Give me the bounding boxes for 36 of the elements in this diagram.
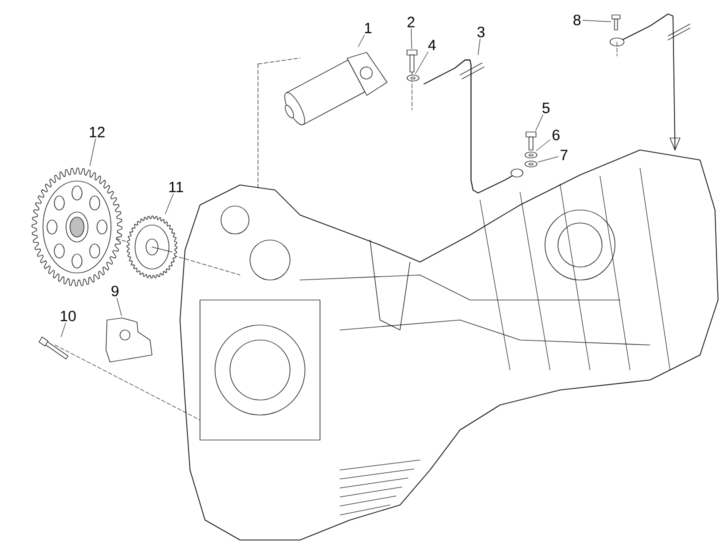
leader-line — [60, 322, 66, 338]
callout-number: 9 — [112, 286, 118, 296]
bracket-drawing — [106, 318, 152, 362]
leader-line — [478, 38, 480, 56]
callout-number: 8 — [574, 14, 580, 26]
starter-motor-drawing — [284, 52, 388, 126]
gear-drawing — [126, 216, 178, 278]
callout-number: 11 — [169, 182, 184, 192]
leader-line — [582, 20, 612, 22]
washer-drawing — [406, 74, 420, 82]
callout-number: 5 — [542, 102, 550, 114]
leader-line — [538, 156, 558, 162]
leader-line — [165, 194, 174, 214]
leader-line — [116, 298, 122, 316]
callout-number: 2 — [408, 16, 414, 28]
bolt-drawing — [38, 336, 68, 360]
cable-drawing — [424, 60, 524, 194]
washer-drawing — [524, 160, 538, 168]
callout-number: 6 — [552, 130, 560, 140]
callout-number: 7 — [560, 150, 568, 160]
bolt-drawing — [526, 132, 536, 150]
bolt-drawing — [406, 50, 418, 72]
callout-number: 1 — [365, 22, 372, 34]
leader-line — [90, 138, 96, 166]
leader-line — [410, 28, 412, 50]
callout-number: 3 — [477, 26, 484, 38]
callout-number: 10 — [60, 310, 76, 322]
washer-drawing — [524, 152, 538, 158]
leader-line — [536, 139, 550, 152]
callout-number: 12 — [90, 126, 105, 138]
screw-drawing — [612, 14, 620, 30]
leader-line — [415, 52, 428, 74]
callout-number: 4 — [428, 40, 436, 50]
leader-line — [358, 34, 365, 48]
sprocket-drawing — [32, 168, 122, 286]
leader-line — [535, 114, 544, 132]
